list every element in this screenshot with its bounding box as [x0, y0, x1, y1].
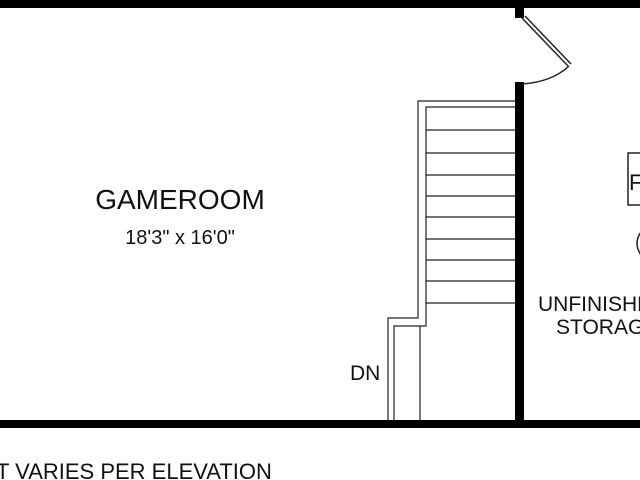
stair-direction-label: DN	[350, 362, 380, 385]
storage-name-line1: UNFINISHED	[538, 293, 640, 316]
gameroom-name: GAMEROOM	[95, 184, 265, 215]
footnote: T VARIES PER ELEVATION	[0, 459, 272, 480]
storage-name-line2: STORAGE	[556, 316, 640, 339]
appliance-label: F	[629, 170, 640, 195]
stair-treads	[426, 129, 515, 304]
appliance-box: F	[627, 152, 640, 206]
door-swing	[521, 15, 572, 85]
top-wall	[0, 0, 640, 8]
stair-enclosure	[387, 100, 515, 421]
partition-wall	[515, 82, 524, 423]
bottom-wall	[0, 420, 640, 428]
door-jamb	[515, 8, 524, 18]
gameroom-dimensions: 18'3" x 16'0"	[125, 227, 235, 249]
